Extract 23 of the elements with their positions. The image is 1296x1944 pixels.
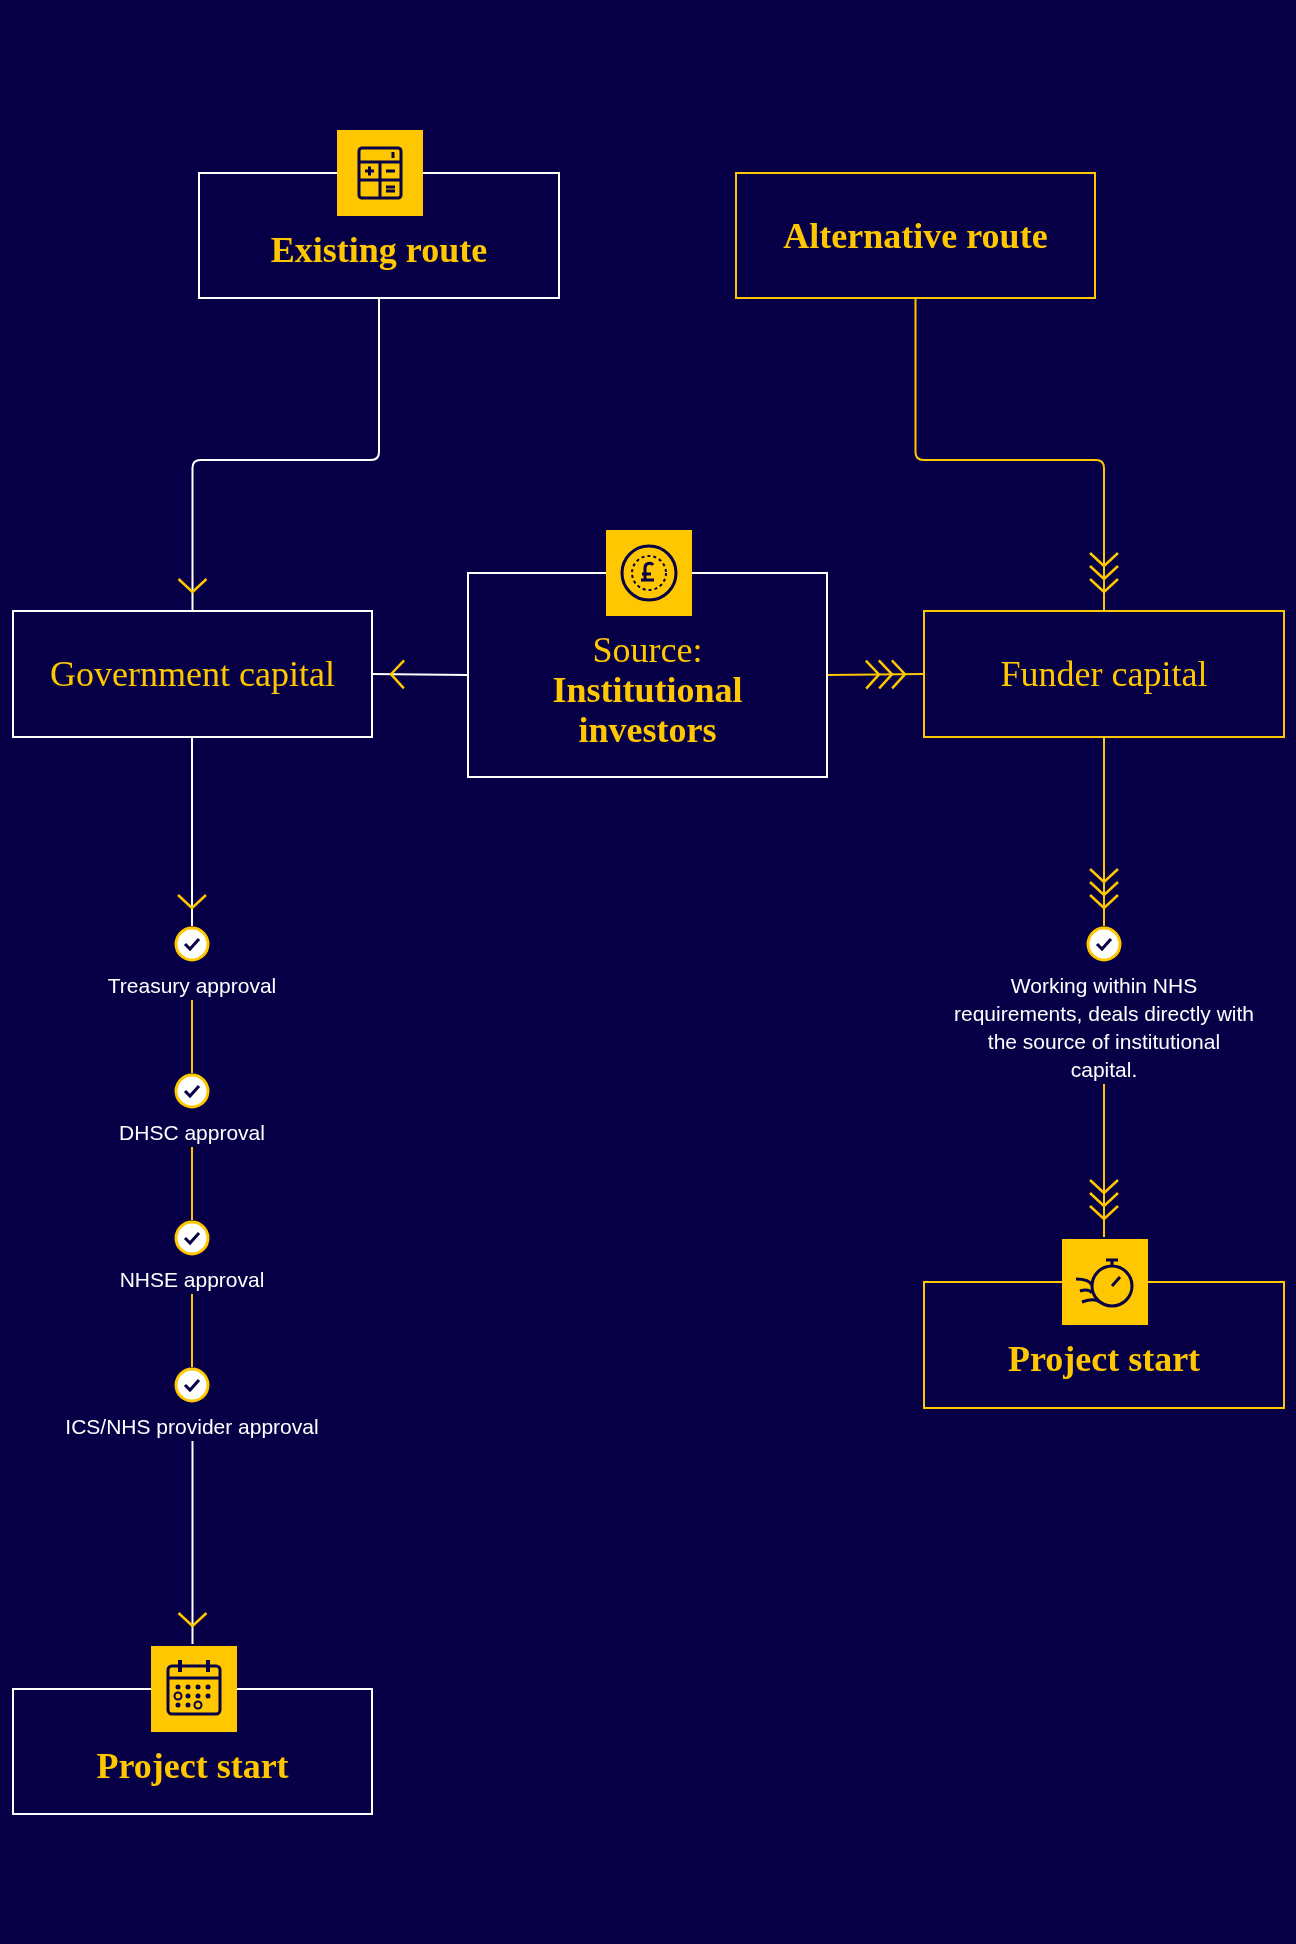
arrow: [177, 1440, 208, 1645]
route-box: [923, 610, 1285, 738]
arrow: [372, 659, 468, 690]
box-title: Project start: [1007, 1339, 1201, 1379]
step-label: NHSE approval: [119, 1267, 265, 1293]
connector-line: [191, 999, 193, 1074]
connector-line: [191, 1146, 193, 1221]
step-label: ICS/NHS provider approval: [65, 1414, 319, 1440]
step-label: Treasury approval: [107, 973, 277, 999]
arrow: [176, 737, 208, 927]
step-label: Working within NHS requirements, deals directly with the source of institutional capital.: [954, 973, 1254, 1083]
box-title: Government capital: [50, 654, 335, 694]
connector-line: [191, 1293, 193, 1368]
route-box: [12, 610, 373, 738]
box-title: Alternative route: [783, 215, 1048, 256]
route-box: [735, 172, 1096, 299]
box-title: Existing route: [270, 229, 488, 270]
box-title: Funder capital: [1000, 654, 1208, 694]
box-title: Source:: [592, 630, 703, 670]
step-label: DHSC approval: [119, 1120, 265, 1146]
box-title: Project start: [96, 1745, 289, 1786]
box-subtitle: Institutional investors: [551, 670, 744, 750]
arrow: [177, 298, 380, 611]
